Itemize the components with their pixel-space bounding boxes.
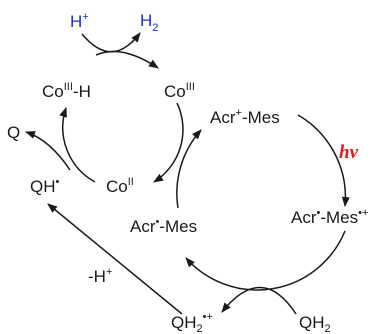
acr-radical-mes-cation-label: Acr•-Mes•+ xyxy=(291,207,368,227)
acr-radical-mes-label: Acr•-Mes xyxy=(130,216,197,236)
acridinium-cycle-arc-left xyxy=(176,129,202,209)
proton-to-hydrogen-arrow xyxy=(81,32,141,53)
qh2-radical-cation-label: QH2•+ xyxy=(171,311,213,334)
light-hv-label: hν xyxy=(339,142,359,163)
cobalt-cycle-arc-left xyxy=(59,107,96,183)
qh2-label: QH2 xyxy=(299,313,331,334)
qh2-oxidation-arrow xyxy=(221,286,297,315)
cobalt-cycle-arc-top xyxy=(95,50,159,69)
acr-plus-mes-label: Acr+-Mes xyxy=(210,107,280,127)
proton-label: H+ xyxy=(70,11,89,31)
co-iii-label: CoIII xyxy=(164,81,195,101)
co-iii-h-label: CoIII-H xyxy=(42,81,91,101)
acridinium-cycle-arc-right xyxy=(297,114,350,207)
minus-h-plus-label: -H+ xyxy=(88,266,112,286)
deprotonation-arrow xyxy=(47,203,183,315)
acridinium-cycle-arc-bottom xyxy=(185,230,346,291)
qh-radical-label: QH• xyxy=(30,176,60,196)
qh-to-q-arrow xyxy=(25,131,71,171)
co-ii-label: CoII xyxy=(106,176,134,196)
hydrogen-label: H2 xyxy=(140,11,158,34)
cobalt-cycle-arc-right xyxy=(153,102,184,183)
q-label: Q xyxy=(7,123,20,142)
